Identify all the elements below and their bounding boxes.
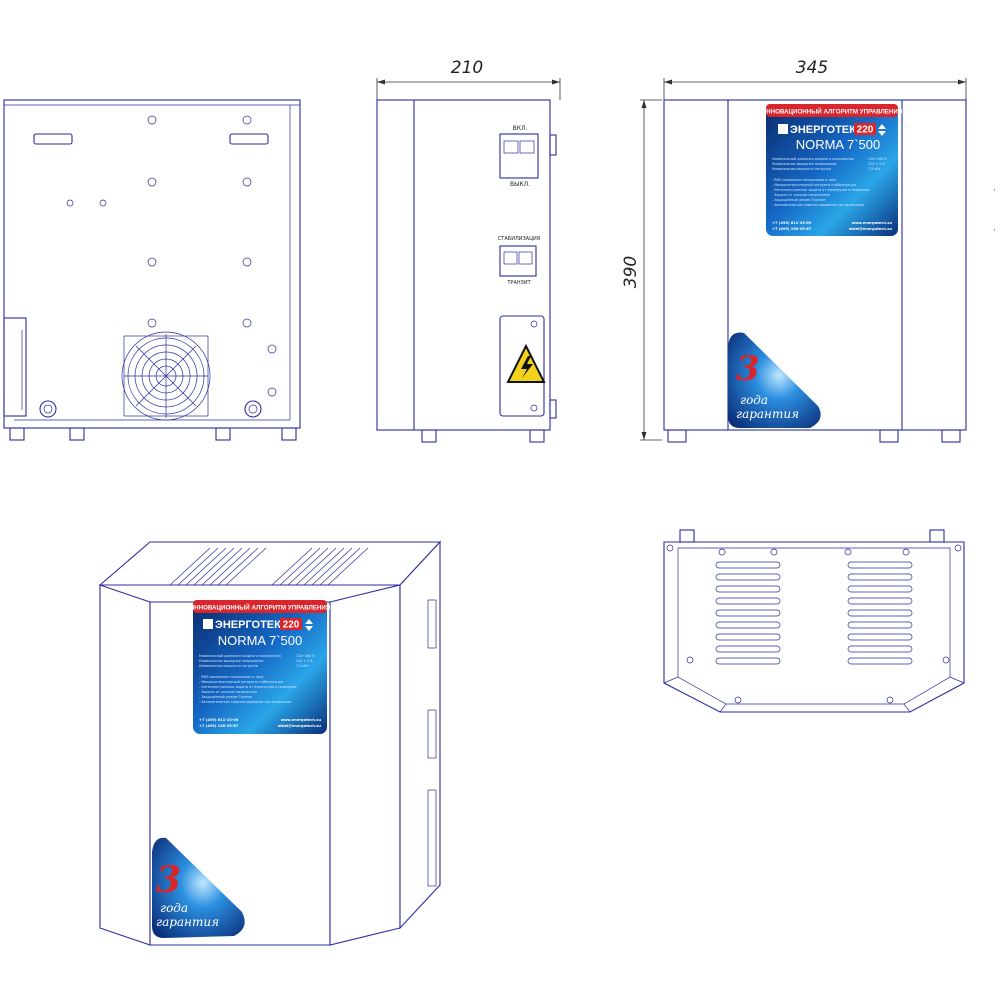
hazard-icon [506, 343, 546, 383]
spec-line: Номинальная мощность нагрузки [199, 664, 258, 668]
email: otdel@energotech.su [849, 227, 893, 231]
label-banner: ИННОВАЦИОННЫЙ АЛГОРИТМ УПРАВЛЕНИЯ [762, 108, 903, 116]
spec-line: Номинальный диапазон входного напряжения [199, 654, 281, 658]
warranty-line1: года [740, 393, 768, 407]
feature-line: - Микроконтроллерный алгоритм стабилизац… [199, 680, 283, 684]
spec-value: 7,5 кВт [868, 167, 881, 171]
svg-text:,: , [993, 222, 996, 233]
top-view [663, 529, 965, 713]
spec-line: Номинальное выходное напряжение [772, 162, 836, 166]
spec-value: 120÷260 В [868, 157, 887, 161]
warranty-line1: года [160, 901, 188, 915]
warranty-number: 3 [156, 859, 181, 901]
brand-name: ЭНЕРГОТЕК [215, 619, 281, 631]
isometric-warranty-sticker: 3 года гарантия [152, 837, 245, 938]
feature-line: - Защищённый режим Транзит [772, 198, 826, 202]
warranty-sticker: 3 года гарантия [728, 332, 821, 428]
spec-line: Номинальная мощность нагрузки [772, 167, 831, 171]
feature-line: - RMS измерение напряжения и тока [772, 178, 836, 182]
phone-number: +7 (495) 611-23-00 [199, 718, 239, 722]
warranty-line2: гарантия [736, 407, 799, 421]
brand-badge: 220 [857, 125, 874, 136]
warranty-number: 3 [736, 349, 760, 389]
switch-on-label: ВКЛ. [513, 125, 528, 132]
brand-badge: 220 [283, 620, 300, 631]
feature-line: - Интеллектуальная защита от перегрузки … [199, 685, 297, 689]
brand-name: ЭНЕРГОТЕК [790, 124, 856, 136]
transit-label: ТРАНЗИТ [506, 280, 531, 286]
feature-line: - Автоматическое самотестирование при вк… [199, 700, 291, 704]
top-vent-slots [715, 561, 913, 665]
feature-line: - Интеллектуальная защита от перегрузки … [772, 188, 870, 192]
width-dimension: 345 [796, 58, 828, 78]
main-switch[interactable] [499, 133, 539, 179]
isometric-view: ИННОВАЦИОННЫЙ АЛГОРИТМ УПРАВЛЕНИЯ ЭНЕРГО… [98, 540, 442, 946]
feature-line: - Автоматическое самотестирование при вк… [772, 203, 864, 207]
spec-value: 220 ± 5 В [296, 659, 313, 663]
isometric-product-label: ИННОВАЦИОННЫЙ АЛГОРИТМ УПРАВЛЕНИЯ ЭНЕРГО… [190, 600, 331, 734]
model-name: NORMA 7`500 [796, 137, 881, 152]
feature-line: - RMS измерение напряжения и тока [199, 675, 263, 679]
feature-line: - Защита от скачков напряжения [199, 690, 257, 694]
switch-off-label: ВЫКЛ. [510, 181, 530, 188]
svg-text:,: , [993, 182, 996, 193]
spec-value: 7,5 кВт [296, 664, 309, 668]
spec-line: Номинальный диапазон входного напряжения [772, 157, 854, 161]
feature-line: - Защищённый режим Транзит [199, 695, 253, 699]
mode-switch[interactable] [499, 245, 537, 277]
phone-number: +7 (495) 150-29-67 [199, 724, 239, 728]
model-name: NORMA 7`500 [218, 633, 303, 648]
depth-dimension: 210 [451, 58, 483, 78]
rear-view [3, 99, 301, 441]
spec-line: Номинальное выходное напряжение [199, 659, 263, 663]
phone-number: +7 (495) 150-29-67 [772, 227, 812, 231]
feature-line: - Защита от скачков напряжения [772, 193, 830, 197]
label-banner: ИННОВАЦИОННЫЙ АЛГОРИТМ УПРАВЛЕНИЯ [190, 604, 331, 612]
spec-value: 220 ± 5 В [868, 162, 885, 166]
front-view: 345 390 , , ИННОВАЦИОННЫЙ АЛГОРИТМ УПРАВ… [621, 58, 996, 443]
website: www.energotech.su [281, 718, 322, 722]
feature-line: - Микроконтроллерный алгоритм стабилизац… [772, 183, 856, 187]
email: otdel@energotech.su [278, 724, 322, 728]
phone-number: +7 (495) 611-23-00 [772, 221, 812, 225]
stab-label: СТАБИЛИЗАЦИЯ [498, 236, 540, 242]
spec-value: 120÷260 В [296, 654, 315, 658]
fan-grille [121, 331, 211, 421]
product-label: ИННОВАЦИОННЫЙ АЛГОРИТМ УПРАВЛЕНИЯ ЭНЕРГО… [762, 104, 903, 236]
website: www.energotech.su [852, 221, 893, 225]
warranty-line2: гарантия [156, 915, 219, 929]
side-view: 210 ВКЛ. ВЫКЛ. СТАБИЛИЗАЦИЯ ТРАНЗИТ [376, 58, 561, 443]
height-dimension: 390 [621, 256, 641, 288]
